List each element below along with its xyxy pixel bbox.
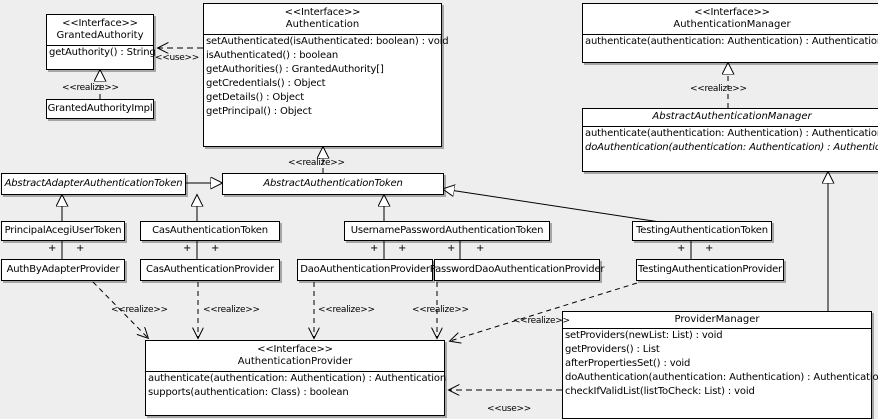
abstract-authentication-manager-operations: authenticate(authentication: Authenticat… <box>583 127 878 155</box>
granted-authority-name: GrantedAuthority <box>56 30 144 41</box>
mult-cas-token-right: + <box>211 243 220 254</box>
operation-authenticate: authenticate(authentication: Authenticat… <box>585 36 878 47</box>
operation-getCredentials: getCredentials() : Object <box>206 78 326 89</box>
mult-testing-token-right: + <box>705 243 714 254</box>
authentication-manager-operations: authenticate(authentication: Authenticat… <box>583 35 878 49</box>
operation-setProviders: setProviders(newList: List) : void <box>565 330 723 341</box>
edge-label-realize-abstract-auth-token: <<realize>> <box>288 158 345 168</box>
abstract-authentication-token-name: AbstractAuthenticationToken <box>263 178 403 189</box>
mult-upat-a: + <box>370 243 379 254</box>
operation-authenticate: authenticate(authentication: Authenticat… <box>585 128 878 139</box>
testing-authentication-provider-name: TestingAuthenticationProvider <box>638 264 782 275</box>
authentication-stereotype: <<Interface>> <box>284 7 361 18</box>
operation-supports: supports(authentication: Class) : boolea… <box>148 387 349 398</box>
class-abstract-authentication-manager[interactable]: AbstractAuthenticationManager authentica… <box>582 108 878 172</box>
abstract-adapter-authentication-token-name: AbstractAdapterAuthenticationToken <box>4 178 183 189</box>
class-abstract-authentication-token[interactable]: AbstractAuthenticationToken <box>222 173 444 195</box>
class-authentication-provider[interactable]: <<Interface>> AuthenticationProvider aut… <box>145 340 447 416</box>
mult-upat-d: + <box>476 243 485 254</box>
authentication-separator <box>204 34 441 35</box>
authentication-provider-separator <box>146 371 444 372</box>
edge-label-realize-provider-manager: <<realize>> <box>513 316 570 326</box>
class-authentication-manager[interactable]: <<Interface>> AuthenticationManager auth… <box>582 3 878 63</box>
edge-label-use-provider-manager: <<use>> <box>487 404 531 414</box>
mult-upat-b: + <box>398 243 407 254</box>
mult-principal-token-right: + <box>76 243 85 254</box>
mult-testing-token-left: + <box>677 243 686 254</box>
class-password-dao-authentication-provider[interactable]: PasswordDaoAuthenticationProvider <box>429 259 605 281</box>
granted-authority-impl-name: GrantedAuthorityImpl <box>47 103 153 114</box>
edge-label-realize-dao-provider: <<realize>> <box>318 305 375 315</box>
mult-principal-token-left: + <box>48 243 57 254</box>
edge-label-realize-granted-authority-impl: <<realize>> <box>62 83 119 93</box>
operation-checkIfValidList: checkIfValidList(listToCheck: List) : vo… <box>565 386 755 397</box>
principal-acegi-user-token-name: PrincipalAcegiUserToken <box>4 225 122 236</box>
edge-label-realize-abstract-auth-manager: <<realize>> <box>690 84 747 94</box>
authentication-provider-operations: authenticate(authentication: Authenticat… <box>146 372 447 400</box>
abstract-authentication-manager-separator <box>583 126 878 127</box>
class-abstract-adapter-authentication-token[interactable]: AbstractAdapterAuthenticationToken <box>1 173 186 195</box>
authentication-provider-name: AuthenticationProvider <box>237 356 353 367</box>
class-testing-authentication-provider[interactable]: TestingAuthenticationProvider <box>636 259 784 281</box>
operation-doAuthentication: doAuthentication(authentication: Authent… <box>585 142 878 153</box>
authentication-provider-stereotype: <<Interface>> <box>257 344 333 355</box>
operation-isAuthenticated: isAuthenticated() : boolean <box>206 50 339 61</box>
operation-getDetails: getDetails() : Object <box>206 92 305 103</box>
authentication-manager-stereotype: <<Interface>> <box>694 7 770 18</box>
cas-authentication-token-name: CasAuthenticationToken <box>152 225 268 236</box>
auth-by-adapter-provider-name: AuthByAdapterProvider <box>6 264 120 275</box>
edge-label-use-granted-authority: <<use>> <box>155 53 199 63</box>
class-cas-authentication-provider[interactable]: CasAuthenticationProvider <box>140 259 280 281</box>
username-password-authentication-token-name: UsernamePasswordAuthenticationToken <box>350 225 544 236</box>
edge-label-realize-cas-provider: <<realize>> <box>203 305 260 315</box>
class-authentication[interactable]: <<Interface>> Authentication setAuthenti… <box>203 3 449 147</box>
operation-getProviders: getProviders() : List <box>565 344 660 355</box>
operation-authenticate: authenticate(authentication: Authenticat… <box>148 373 447 384</box>
authentication-name: Authentication <box>285 19 360 30</box>
operation-doAuthentication: doAuthentication(authentication: Authent… <box>565 372 878 383</box>
edge-label-realize-password-dao-provider: <<realize>> <box>412 305 469 315</box>
authentication-manager-name: AuthenticationManager <box>673 19 791 30</box>
class-testing-authentication-token[interactable]: TestingAuthenticationToken <box>632 221 772 241</box>
mult-upat-c: + <box>447 243 456 254</box>
mult-cas-token-left: + <box>183 243 192 254</box>
class-granted-authority-impl[interactable]: GrantedAuthorityImpl <box>46 99 154 119</box>
dao-authentication-provider-name: DaoAuthenticationProvider <box>300 264 430 275</box>
password-dao-authentication-provider-name: PasswordDaoAuthenticationProvider <box>429 264 605 275</box>
granted-authority-operations: getAuthority() : String <box>47 46 156 60</box>
abstract-authentication-manager-name: AbstractAuthenticationManager <box>652 111 812 122</box>
class-provider-manager[interactable]: ProviderManager setProviders(newList: Li… <box>562 311 878 419</box>
class-principal-acegi-user-token[interactable]: PrincipalAcegiUserToken <box>1 221 125 241</box>
granted-authority-stereotype: <<Interface>> <box>62 18 138 29</box>
operation-getPrincipal: getPrincipal() : Object <box>206 106 312 117</box>
provider-manager-separator <box>563 328 871 329</box>
operation-getAuthority: getAuthority() : String <box>49 47 156 58</box>
authentication-operations: setAuthenticated(isAuthenticated: boolea… <box>204 35 449 119</box>
class-dao-authentication-provider[interactable]: DaoAuthenticationProvider <box>297 259 433 281</box>
cas-authentication-provider-name: CasAuthenticationProvider <box>146 264 274 275</box>
authentication-manager-separator <box>583 34 878 35</box>
class-auth-by-adapter-provider[interactable]: AuthByAdapterProvider <box>1 259 125 281</box>
provider-manager-operations: setProviders(newList: List) : void getPr… <box>563 329 878 399</box>
provider-manager-name: ProviderManager <box>674 314 760 325</box>
testing-authentication-token-name: TestingAuthenticationToken <box>636 225 768 236</box>
operation-setAuthenticated: setAuthenticated(isAuthenticated: boolea… <box>206 36 449 47</box>
granted-authority-separator <box>47 45 153 46</box>
operation-afterPropertiesSet: afterPropertiesSet() : void <box>565 358 691 369</box>
class-granted-authority[interactable]: <<Interface>> GrantedAuthority getAuthor… <box>46 14 156 70</box>
edge-label-realize-auth-by-adapter: <<realize>> <box>111 305 168 315</box>
class-cas-authentication-token[interactable]: CasAuthenticationToken <box>140 221 280 241</box>
operation-getAuthorities: getAuthorities() : GrantedAuthority[] <box>206 64 384 75</box>
class-username-password-authentication-token[interactable]: UsernamePasswordAuthenticationToken <box>344 221 550 241</box>
